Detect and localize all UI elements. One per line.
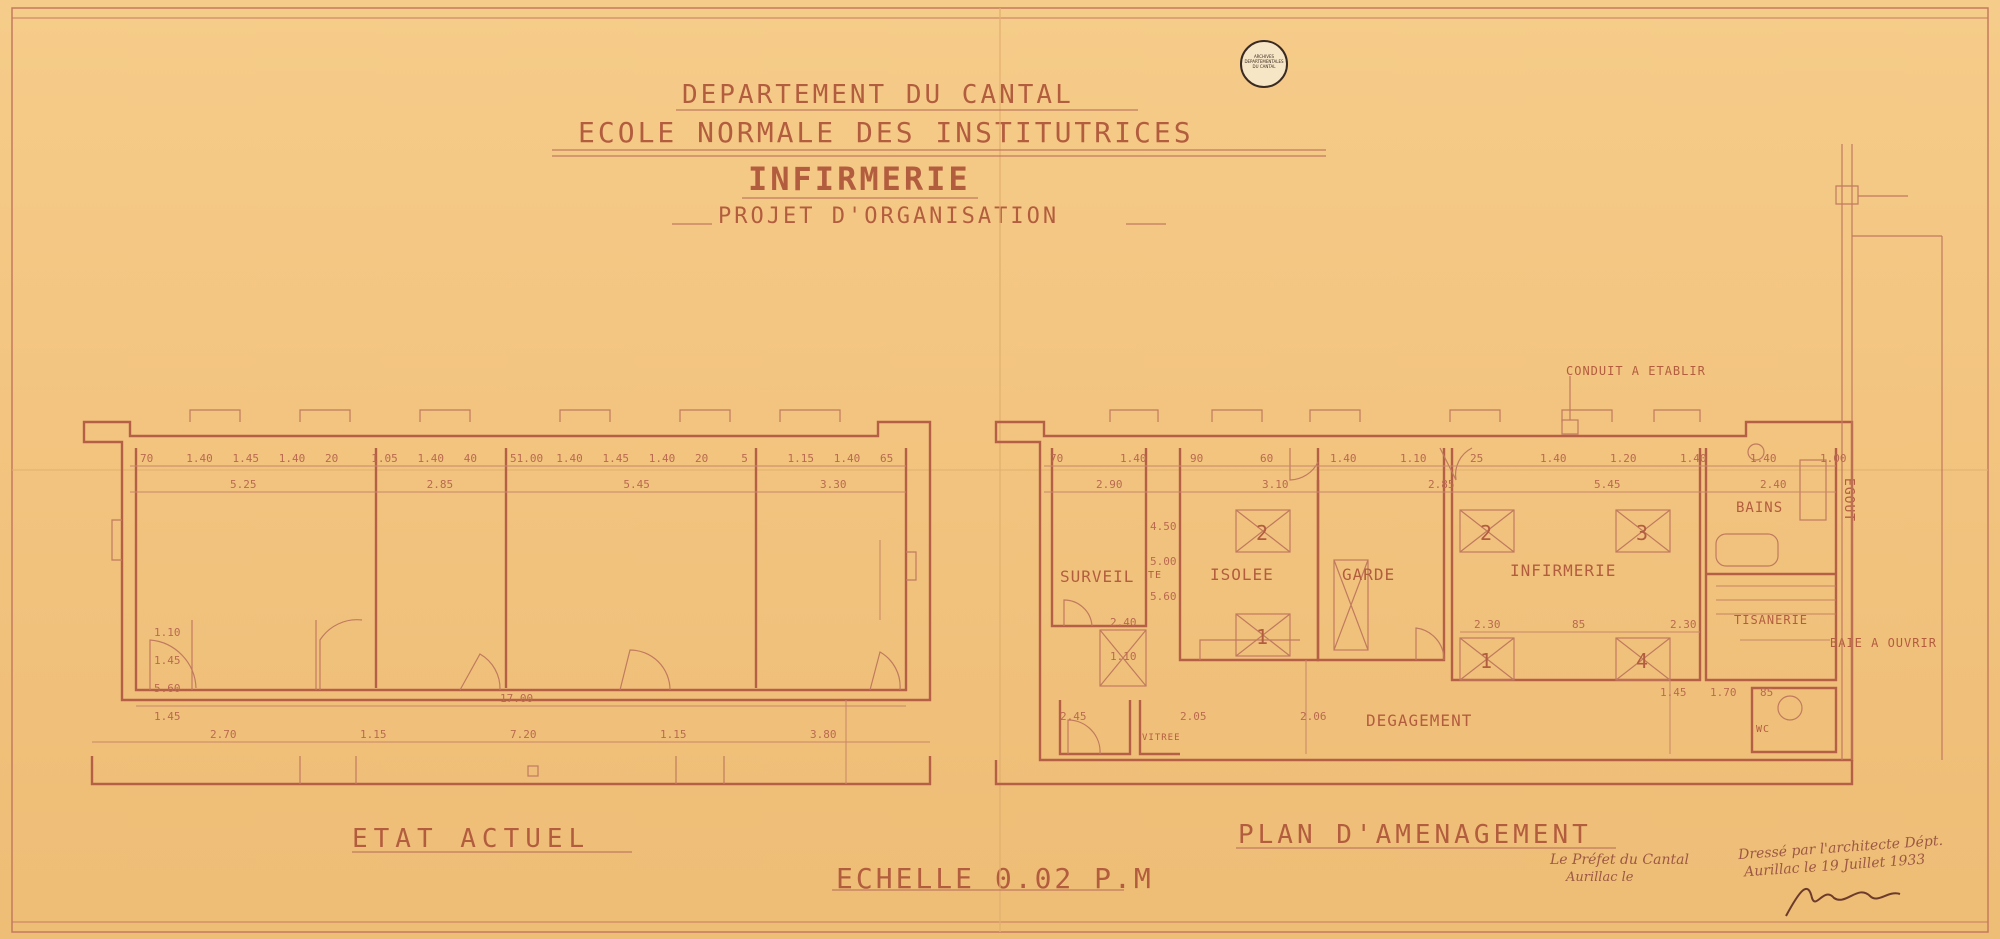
dimension-label: 3.30 bbox=[820, 478, 847, 491]
dimension-label: 2.06 bbox=[1300, 710, 1327, 723]
dimension-label: 1.40 bbox=[186, 452, 213, 465]
dimension-label: 1.40 bbox=[649, 452, 676, 465]
dimension-label: 20 bbox=[695, 452, 708, 465]
dimension-label: 1.45 bbox=[1660, 686, 1687, 699]
dimension-label: 2.85 bbox=[427, 478, 454, 491]
bed-number: 2 bbox=[1480, 521, 1493, 545]
dimension-label: 5.60 bbox=[154, 682, 181, 695]
dimension-label: 1.15 bbox=[660, 728, 687, 741]
dimension-label: 5 bbox=[741, 452, 748, 465]
bed-number: 2 bbox=[1256, 521, 1269, 545]
bed-icons bbox=[1099, 509, 1671, 687]
dimension-label: 1.45 bbox=[154, 654, 181, 667]
dimension-label: 1.40 bbox=[1540, 452, 1567, 465]
toilet-icon bbox=[1777, 695, 1803, 721]
dimension-label: 1.15 bbox=[360, 728, 387, 741]
dimension-label: 1.15 bbox=[788, 452, 815, 465]
dimension-label: 1.20 bbox=[1610, 452, 1637, 465]
bed-number: 1 bbox=[1256, 625, 1269, 649]
dimension-label: 1.40 bbox=[279, 452, 306, 465]
archives-stamp: ARCHIVES DEPARTEMENTALES DU CANTAL bbox=[1240, 40, 1288, 88]
dimension-label: 2.30 bbox=[1474, 618, 1501, 631]
room-vitree-label: VITREE bbox=[1142, 733, 1181, 743]
dimension-label: 25 bbox=[1470, 452, 1483, 465]
bed-number: 4 bbox=[1636, 649, 1649, 673]
dimension-label: 1.40 bbox=[1680, 452, 1707, 465]
room-garde-label: GARDE bbox=[1342, 565, 1395, 584]
dimension-label: 3.80 bbox=[810, 728, 837, 741]
dimension-label: 5.00 bbox=[1150, 555, 1177, 568]
dimension-label: 1.40 bbox=[556, 452, 583, 465]
room-surveillante-label: SURVEIL bbox=[1060, 567, 1134, 586]
plan-title-current: ETAT ACTUEL bbox=[352, 824, 591, 854]
dimension-label: 1.00 bbox=[1820, 452, 1847, 465]
plan-title-new: PLAN D'AMENAGEMENT bbox=[1238, 820, 1592, 850]
dimension-label: 2.40 bbox=[1760, 478, 1787, 491]
conduit-label: CONDUIT A ETABLIR bbox=[1566, 364, 1706, 378]
dimension-label: 1.40 bbox=[1120, 452, 1147, 465]
dimension-label: 1.10 bbox=[1400, 452, 1427, 465]
room-surveillante-sup: TE bbox=[1148, 570, 1162, 581]
title-school: ECOLE NORMALE DES INSTITUTRICES bbox=[578, 116, 1194, 149]
dimension-label: 1.40 bbox=[418, 452, 445, 465]
dimension-label: 1.40 bbox=[1330, 452, 1357, 465]
dimension-label: 5.45 bbox=[623, 478, 650, 491]
dimension-label: 65 bbox=[880, 452, 893, 465]
dimension-label: 1.40 bbox=[834, 452, 861, 465]
baie-label: BAIE A OUVRIR bbox=[1830, 636, 1937, 650]
dimension-label: 1.45 bbox=[154, 710, 181, 723]
plan-right-walls bbox=[994, 144, 1943, 786]
dimension-label: 85 bbox=[1572, 618, 1585, 631]
dimension-label: 2.85 bbox=[1428, 478, 1455, 491]
dimension-label: 7.20 bbox=[510, 728, 537, 741]
dimension-label: 1.45 bbox=[233, 452, 260, 465]
dimension-label: 90 bbox=[1190, 452, 1203, 465]
room-degagement-label: DEGAGEMENT bbox=[1366, 711, 1472, 730]
prefet-signature-line2: Aurillac le bbox=[1566, 870, 1634, 885]
dimension-label: 51.00 bbox=[510, 452, 543, 465]
dimension-label: 17.00 bbox=[500, 692, 533, 705]
bed-number: 3 bbox=[1636, 521, 1649, 545]
bed-number: 1 bbox=[1480, 649, 1493, 673]
bathtub-icon bbox=[1715, 533, 1779, 567]
dimension-label: 4.50 bbox=[1150, 520, 1177, 533]
plan-left-dimensions bbox=[92, 465, 930, 784]
dimension-label: 3.10 bbox=[1262, 478, 1289, 491]
dimension-label: 2.30 bbox=[1670, 618, 1697, 631]
room-infirmerie-label: INFIRMERIE bbox=[1510, 561, 1616, 580]
dimension-label: 2.40 bbox=[1110, 616, 1137, 629]
room-wc-label: WC bbox=[1756, 724, 1770, 735]
dimension-label: 1.45 bbox=[603, 452, 630, 465]
dimension-label: 1.40 bbox=[1750, 452, 1777, 465]
title-department: DEPARTEMENT DU CANTAL bbox=[682, 80, 1074, 110]
dimension-label: 1.10 bbox=[154, 626, 181, 639]
dimension-label: 1.70 bbox=[1710, 686, 1737, 699]
dimension-label: 2.90 bbox=[1096, 478, 1123, 491]
dimension-label: 70 bbox=[1050, 452, 1063, 465]
prefet-signature-line1: Le Préfet du Cantal bbox=[1550, 852, 1689, 868]
room-bains-label: BAINS bbox=[1736, 500, 1783, 516]
plan-left-walls bbox=[82, 409, 932, 786]
dimension-label: 85 bbox=[1760, 686, 1773, 699]
room-tisanerie-label: TISANERIE bbox=[1734, 613, 1808, 627]
dimension-label: 1.10 bbox=[1110, 650, 1137, 663]
dimension-label: 2.70 bbox=[210, 728, 237, 741]
dimension-label: 1.05 bbox=[371, 452, 398, 465]
dimension-label: 5.25 bbox=[230, 478, 257, 491]
plan-right-dimensions bbox=[1044, 465, 1836, 754]
room-isolee-label: ISOLEE bbox=[1210, 565, 1274, 584]
dimension-label: 2.05 bbox=[1180, 710, 1207, 723]
dimension-label: 2.45 bbox=[1060, 710, 1087, 723]
dimension-label: 40 bbox=[464, 452, 477, 465]
dimension-label: 60 bbox=[1260, 452, 1273, 465]
title-infirmerie: INFIRMERIE bbox=[748, 160, 971, 198]
dimension-label: 5.60 bbox=[1150, 590, 1177, 603]
dimension-label: 20 bbox=[325, 452, 338, 465]
dimension-label: 5.45 bbox=[1594, 478, 1621, 491]
dimension-label: 70 bbox=[140, 452, 153, 465]
washbasin-icon bbox=[1747, 443, 1765, 461]
